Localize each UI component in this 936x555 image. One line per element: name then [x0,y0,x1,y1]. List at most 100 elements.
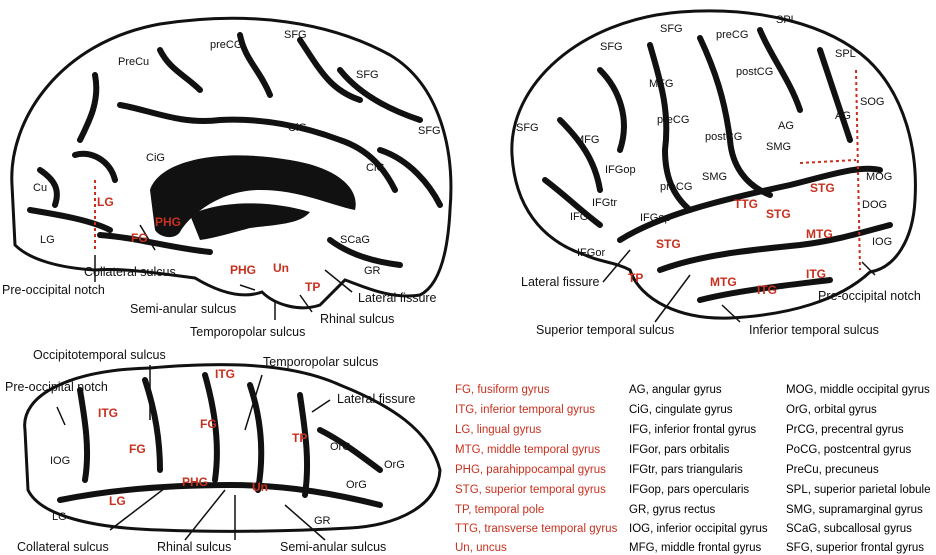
gyrus-label-highlight: FG [129,442,146,456]
gyrus-label-highlight: MTG [806,227,833,241]
gyrus-label-highlight: STG [766,207,791,221]
sulcus-annotation: Lateral fissure [337,392,416,406]
sulcus-annotation: Pre-occipital notch [818,289,921,303]
gyrus-label: IOG [50,455,71,467]
legend-entry-highlight: TTG, transverse temporal gyrus [455,523,618,535]
sulcus-annotation: Occipitotemporal sulcus [33,348,166,362]
gyrus-label: SFG [356,69,379,81]
legend-entry-highlight: Un, uncus [455,542,507,554]
gyrus-label: OrG [384,459,405,471]
legend-entry-highlight: PHG, parahippocampal gyrus [455,464,606,476]
gyrus-label-highlight: STG [656,237,681,251]
legend-entry: IOG, inferior occipital gyrus [629,523,768,535]
legend-entry: IFG, inferior frontal gyrus [629,424,757,436]
gyrus-label: AG [835,110,851,122]
gyrus-label-highlight: TP [628,271,644,285]
legend-entry: SFG, superior frontal gyrus [786,542,925,554]
gyrus-label: MOG [866,171,893,183]
gyrus-label: LG [52,511,67,523]
gyrus-label: OrG [346,479,367,491]
legend-entry: MFG, middle frontal gyrus [629,542,762,554]
gyrus-label: SFG [516,122,539,134]
legend-entry: PoCG, postcentral gyrus [786,444,912,456]
gyrus-label-highlight: PHG [182,475,209,489]
gyrus-label-highlight: TP [292,431,308,445]
medial-brain-view [10,16,453,320]
gyrus-label-highlight: TTG [734,197,758,211]
legend-entry: OrG, orbital gyrus [786,404,877,416]
gyrus-label: CiG [146,152,165,164]
gyrus-label: IFGor [577,247,606,259]
gyrus-label: SPL [835,48,856,60]
gyrus-label: OrG [330,441,351,453]
sulcus-annotation: Rhinal sulcus [320,312,395,326]
gyrus-label-highlight: ITG [98,406,118,420]
gyrus-label-highlight: Un [273,261,289,275]
gyrus-label: SOG [860,96,885,108]
sulcus-annotation: Superior temporal sulcus [536,323,675,337]
sulcus-annotation: Lateral fissure [358,291,437,305]
sulcus-annotation: Collateral sulcus [84,265,176,279]
sulcus-annotation: Temporopolar sulcus [190,325,306,339]
gyrus-label-highlight: TP [305,280,321,294]
gyrus-label-highlight: LG [97,195,114,209]
gyrus-label: preCG [716,29,749,41]
legend-entry: SCaG, subcallosal gyrus [786,523,912,535]
gyrus-label: IFG [570,211,589,223]
gyrus-label: SFG [660,23,683,35]
gyrus-label-highlight: STG [810,181,835,195]
gyrus-label-highlight: ITG [806,267,826,281]
legend-entry-highlight: MTG, middle temporal gyrus [455,444,601,456]
gyrus-label-highlight: Un [252,480,268,494]
basal-brain-view [23,363,442,541]
sulcus-annotation: Lateral fissure [521,275,600,289]
gyrus-label: SFG [600,41,623,53]
gyrus-label-highlight: ITG [215,367,235,381]
gyrus-label-highlight: ITG [757,283,777,297]
gyrus-label-highlight: FG [200,417,217,431]
legend-entry: MOG, middle occipital gyrus [786,384,930,396]
legend-entry: IFGtr, pars triangularis [629,464,743,476]
sulcus-annotation: Collateral sulcus [17,540,109,554]
gyrus-label: LG [40,234,55,246]
legend-entry: CiG, cingulate gyrus [629,404,733,416]
legend-entry: SMG, supramarginal gyrus [786,504,923,516]
gyrus-label: postCG [736,66,774,78]
gyrus-label: DOG [862,199,888,211]
gyrus-label: IFGtr [592,197,618,209]
sulcus-annotation: Temporopolar sulcus [263,355,379,369]
gyrus-label-highlight: LG [109,494,126,508]
lateral-brain-view [510,9,917,323]
gyrus-label: CiG [288,122,307,134]
gyrus-label: GR [364,265,381,277]
gyrus-label: SFG [284,29,307,41]
gyrus-label: SCaG [340,234,370,246]
gyrus-label: MFG [575,134,600,146]
gyrus-label-highlight: PHG [155,215,182,229]
legend-entry-highlight: ITG, inferior temporal gyrus [455,404,595,416]
gyrus-label: AG [778,120,794,132]
gyrus-label: MFG [649,78,674,90]
legend-entry: PrCG, precentral gyrus [786,424,904,436]
gyrus-label: Cu [33,182,48,194]
gyrus-label-highlight: PHG [230,263,257,277]
legend-entry-highlight: FG, fusiform gyrus [455,384,550,396]
legend-entry: AG, angular gyrus [629,384,722,396]
gyrus-label: PreCu [118,56,150,68]
gyrus-label: SMG [766,141,792,153]
gyrus-label-highlight: FG [131,231,148,245]
legend-entry-highlight: STG, superior temporal gyrus [455,484,606,496]
gyrus-label: IFGop [640,212,671,224]
legend-entry: GR, gyrus rectus [629,504,716,516]
gyrus-label: SMG [702,171,728,183]
gyrus-label: CiG [366,162,385,174]
legend-entry-highlight: TP, temporal pole [455,504,545,516]
gyrus-label: preCG [660,181,693,193]
gyrus-label: postCG [705,131,743,143]
gyrus-label: preCG [210,39,243,51]
gyrus-label: SPL [776,14,797,26]
gyrus-label: IOG [872,236,893,248]
gyrus-label: preCG [657,114,690,126]
